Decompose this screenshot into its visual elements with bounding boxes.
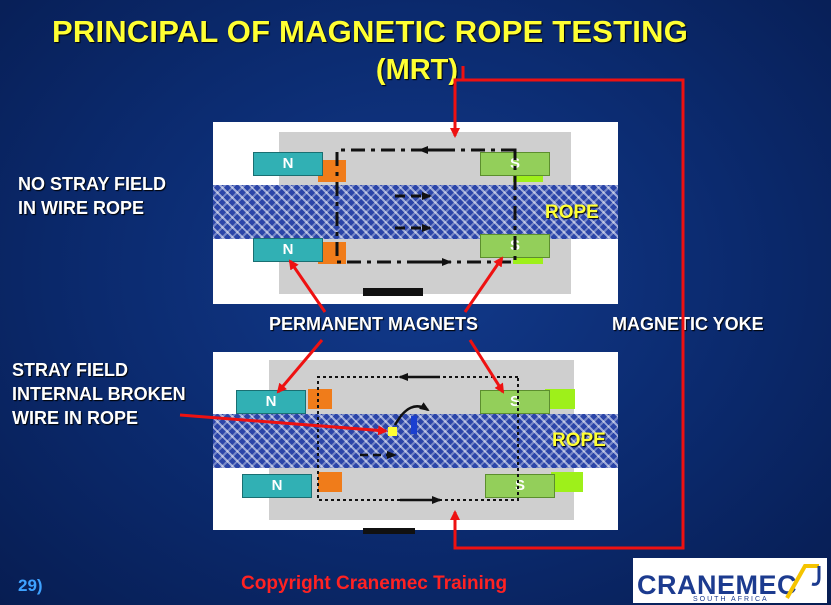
rope-label-bottom: ROPE (552, 430, 606, 451)
slide-title: PRINCIPAL OF MAGNETIC ROPE TESTING (51, 14, 689, 49)
label-magnetic-yoke: MAGNETIC YOKE (612, 314, 764, 334)
magnet-n-top-lower: N (253, 238, 323, 262)
arrow-magnets-to-top-n (288, 259, 327, 313)
copyright-text: Copyright Cranemec Training (241, 573, 508, 594)
flux-arrows-bottom (360, 373, 442, 504)
magnet-n-bottom-upper: N (236, 390, 306, 414)
arrow-magnets-to-bottom-s (468, 339, 505, 394)
logo-text: CRANEMEC (637, 570, 798, 600)
diagram-top-panel: N N S S ROPE (213, 122, 618, 304)
cranemec-logo: CRANEMEC SOUTH AFRICA (633, 558, 827, 603)
page-number: 29) (18, 576, 43, 595)
pole-piece-top-n2 (318, 242, 346, 264)
arrow-mrt-to-yoke (450, 66, 465, 138)
arrow-stray-field (179, 413, 388, 436)
scale-bar-bottom (363, 528, 415, 534)
flux-loop-bottom (317, 376, 519, 501)
scale-bar-top (363, 288, 423, 296)
rope-top (213, 185, 618, 239)
label-stray-field: STRAY FIELD INTERNAL BROKEN WIRE IN ROPE (12, 360, 186, 428)
label-no-stray-field: NO STRAY FIELD IN WIRE ROPE (18, 174, 167, 218)
crane-hook-icon (785, 564, 821, 599)
magnet-s-bottom-lower: S (485, 474, 555, 498)
magnet-s-bottom-upper: S (480, 390, 550, 414)
slide-subtitle: (MRT) (375, 54, 459, 86)
flux-loop-top (335, 148, 517, 264)
flux-arrows-top (395, 146, 452, 266)
magnet-n-top-upper: N (253, 152, 323, 176)
magnet-n-bottom-lower: N (242, 474, 312, 498)
label-permanent-magnets: PERMANENT MAGNETS (269, 314, 479, 334)
pole-piece-bottom-n1 (308, 389, 332, 409)
pole-piece-bottom-n2 (318, 472, 342, 492)
logo-subtitle: SOUTH AFRICA (693, 596, 769, 603)
broken-wire-gap (411, 416, 417, 434)
pole-piece-bottom-s2 (551, 472, 583, 492)
arrow-magnets-to-top-s (463, 256, 504, 313)
rope-label-top: ROPE (545, 202, 599, 223)
arrow-magnetic-yoke-loop (450, 78, 685, 550)
diagram-bottom-panel: N N S S ROPE (213, 352, 618, 534)
pole-piece-top-n1 (318, 160, 346, 182)
arrow-magnets-to-bottom-n (276, 339, 324, 394)
broken-wire-marker (388, 427, 397, 436)
red-arrows (179, 66, 685, 550)
pole-piece-bottom-s1 (545, 389, 575, 409)
